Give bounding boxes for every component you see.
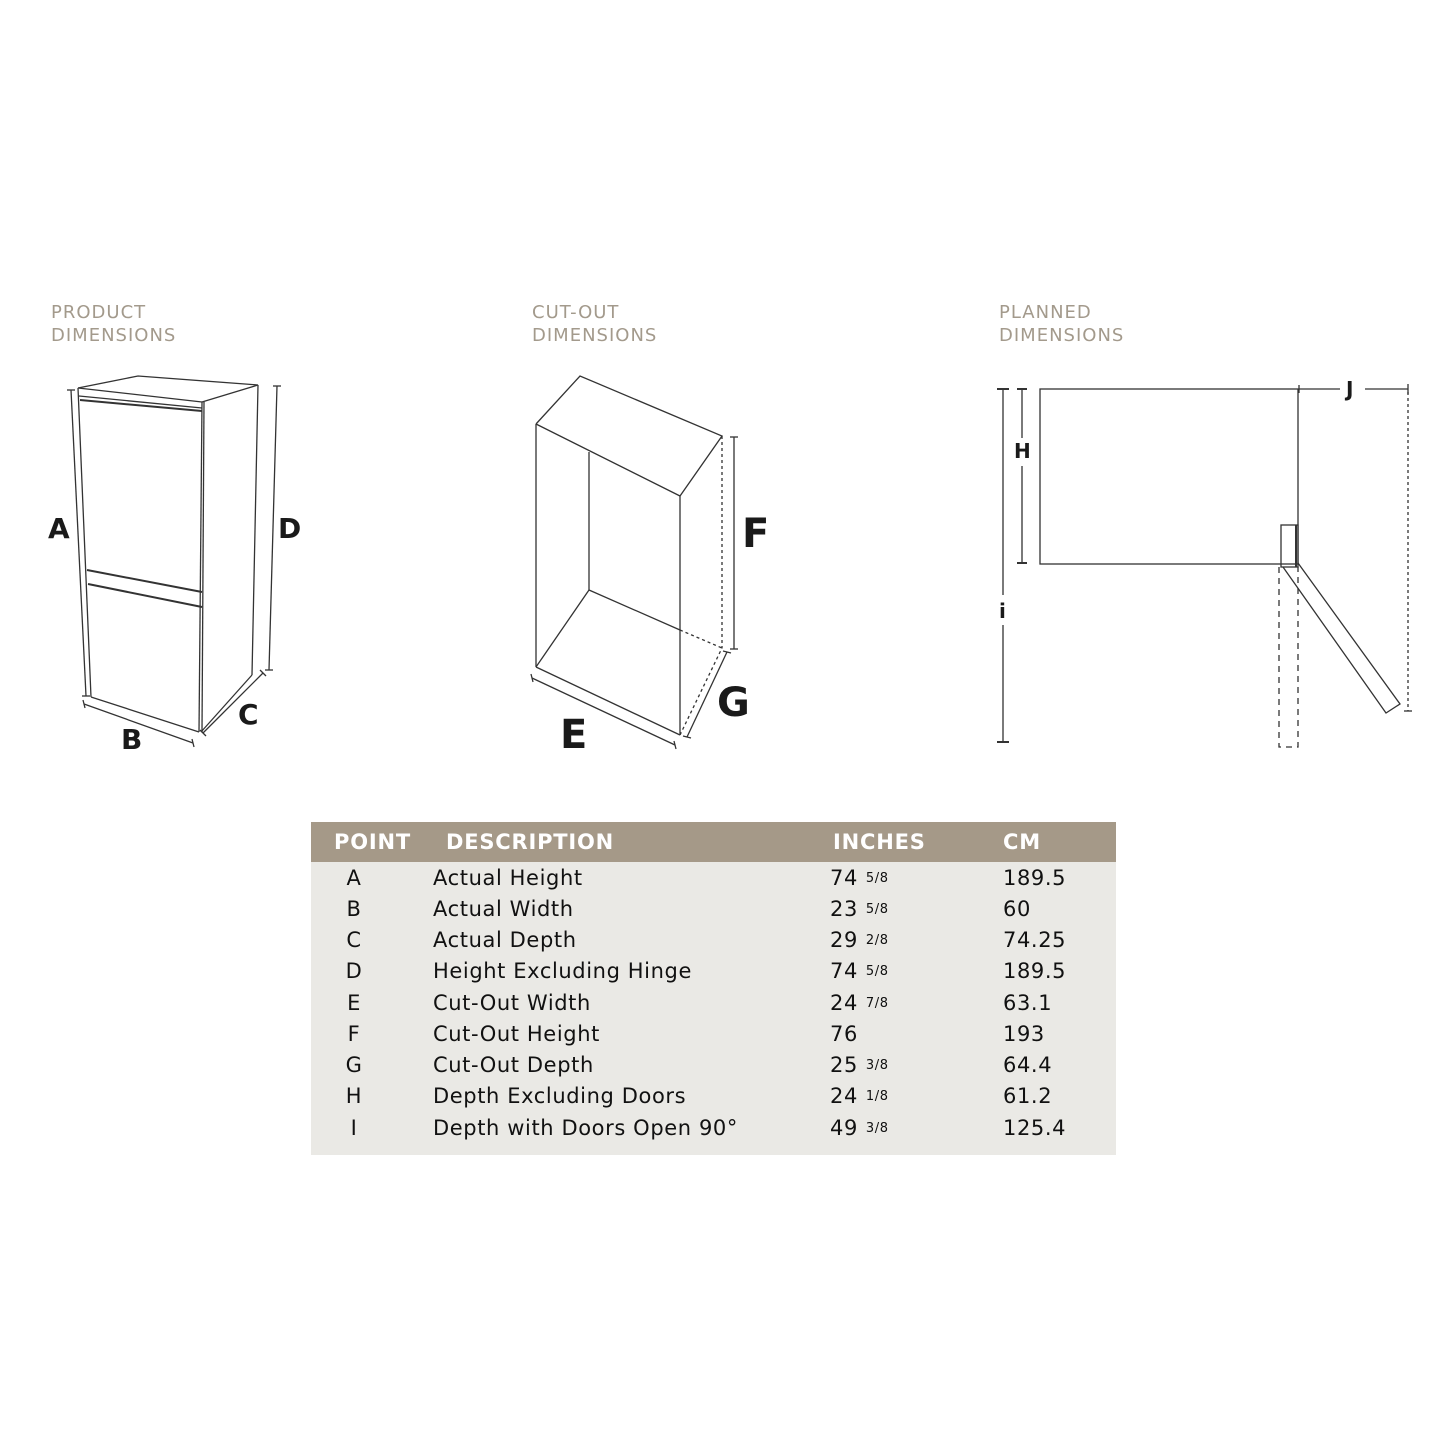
cell-inches: 74 5/8 [830, 863, 889, 897]
cell-cm: 193 [1003, 1022, 1045, 1046]
cell-description: Depth with Doors Open 90° [433, 1116, 738, 1140]
inches-whole: 23 [830, 897, 858, 921]
cell-description: Cut-Out Depth [433, 1053, 594, 1077]
inches-whole: 24 [830, 1084, 858, 1108]
cell-cm: 60 [1003, 897, 1031, 921]
table-row: A Actual Height 74 5/8 189.5 [311, 863, 1116, 894]
cell-description: Cut-Out Height [433, 1022, 600, 1046]
title-line-1: PLANNED [999, 302, 1092, 323]
inches-fraction: 3/8 [865, 1121, 889, 1136]
cell-inches: 24 1/8 [830, 1081, 889, 1115]
cell-point: E [347, 991, 361, 1015]
table-row: I Depth with Doors Open 90° 49 3/8 125.4 [311, 1113, 1116, 1144]
label-c: C [238, 698, 259, 731]
cell-point: B [346, 897, 362, 921]
title-line-2: DIMENSIONS [51, 325, 177, 346]
cell-point: C [346, 928, 362, 952]
cell-inches: 23 5/8 [830, 894, 889, 928]
cell-inches: 24 7/8 [830, 988, 889, 1022]
cell-description: Cut-Out Width [433, 991, 591, 1015]
title-line-1: PRODUCT [51, 302, 147, 323]
cell-description: Height Excluding Hinge [433, 959, 692, 983]
cell-point: H [345, 1084, 363, 1108]
inches-whole: 49 [830, 1116, 858, 1140]
label-e: E [560, 712, 587, 758]
cell-description: Actual Depth [433, 928, 577, 952]
table-row: E Cut-Out Width 24 7/8 63.1 [311, 988, 1116, 1019]
dimensions-table: POINT DESCRIPTION INCHES CM A Actual Hei… [311, 822, 1116, 1155]
inches-fraction: 5/8 [865, 964, 889, 979]
cell-inches: 49 3/8 [830, 1113, 889, 1147]
title-line-1: CUT-OUT [532, 302, 620, 323]
planned-dimensions-title: PLANNED DIMENSIONS [999, 301, 1124, 347]
inches-whole: 24 [830, 991, 858, 1015]
table-header: POINT DESCRIPTION INCHES CM [311, 822, 1116, 862]
cell-cm: 61.2 [1003, 1084, 1053, 1108]
inches-fraction: 2/8 [865, 933, 889, 948]
table-row: D Height Excluding Hinge 74 5/8 189.5 [311, 956, 1116, 987]
inches-whole: 74 [830, 959, 858, 983]
header-point: POINT [334, 830, 411, 854]
header-description: DESCRIPTION [446, 830, 615, 854]
inches-whole: 25 [830, 1053, 858, 1077]
cell-description: Actual Width [433, 897, 574, 921]
label-j: J [1344, 377, 1353, 401]
cutout-dimensions-title: CUT-OUT DIMENSIONS [532, 301, 657, 347]
cell-point: I [350, 1116, 358, 1140]
inches-fraction: 7/8 [865, 996, 889, 1011]
cutout-diagram [530, 375, 738, 750]
title-line-2: DIMENSIONS [999, 325, 1125, 346]
inches-fraction: 5/8 [865, 871, 889, 886]
cell-description: Actual Height [433, 866, 583, 890]
cell-inches: 74 5/8 [830, 956, 889, 990]
label-i: i [999, 599, 1006, 623]
inches-whole: 76 [830, 1022, 858, 1046]
header-cm: CM [1003, 830, 1041, 854]
cell-cm: 125.4 [1003, 1116, 1067, 1140]
cell-cm: 74.25 [1003, 928, 1067, 952]
label-g: G [717, 680, 750, 726]
dimension-diagrams: A D B C F G E H i J [48, 375, 1412, 758]
cell-cm: 64.4 [1003, 1053, 1053, 1077]
cell-point: G [345, 1053, 363, 1077]
cell-description: Depth Excluding Doors [433, 1084, 687, 1108]
title-line-2: DIMENSIONS [532, 325, 658, 346]
label-b: B [121, 723, 142, 756]
cell-inches: 76 [830, 1019, 866, 1053]
table-row: F Cut-Out Height 76 193 [311, 1019, 1116, 1050]
cell-cm: 63.1 [1003, 991, 1053, 1015]
inches-fraction: 3/8 [865, 1058, 889, 1073]
inches-whole: 29 [830, 928, 858, 952]
cell-cm: 189.5 [1003, 866, 1067, 890]
table-row: B Actual Width 23 5/8 60 [311, 894, 1116, 925]
planned-diagram [997, 384, 1412, 748]
inches-fraction: 1/8 [865, 1089, 889, 1104]
inches-fraction: 5/8 [865, 902, 889, 917]
product-dimensions-title: PRODUCT DIMENSIONS [51, 301, 176, 347]
label-a: A [48, 512, 70, 545]
inches-whole: 74 [830, 866, 858, 890]
cell-cm: 189.5 [1003, 959, 1067, 983]
cell-inches: 25 3/8 [830, 1050, 889, 1084]
header-inches: INCHES [833, 830, 926, 854]
label-h: H [1014, 439, 1031, 463]
table-row: H Depth Excluding Doors 24 1/8 61.2 [311, 1081, 1116, 1112]
cell-point: D [345, 959, 363, 983]
cell-point: F [347, 1022, 361, 1046]
label-d: D [278, 512, 301, 545]
cell-point: A [346, 866, 362, 890]
table-row: G Cut-Out Depth 25 3/8 64.4 [311, 1050, 1116, 1081]
cell-inches: 29 2/8 [830, 925, 889, 959]
table-row: C Actual Depth 29 2/8 74.25 [311, 925, 1116, 956]
fridge-product-diagram [67, 375, 281, 748]
label-f: F [742, 511, 769, 557]
